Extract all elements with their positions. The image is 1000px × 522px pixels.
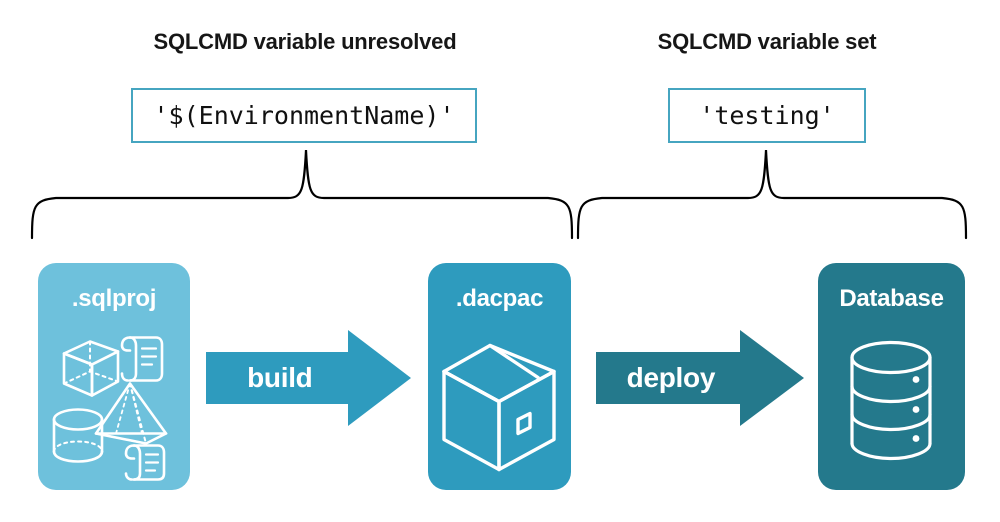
artifact-dacpac-label: .dacpac — [455, 285, 544, 312]
group-heading-set: SQLCMD variable set — [657, 29, 877, 54]
group-heading-unresolved: SQLCMD variable unresolved — [153, 29, 457, 54]
artifact-dacpac: .dacpac — [428, 263, 571, 490]
pyramid-icon — [94, 382, 168, 445]
artifact-database-icons — [818, 321, 965, 482]
brace-unresolved — [30, 149, 574, 240]
cylinder-icon — [52, 408, 104, 463]
artifact-dacpac-icons — [428, 321, 571, 482]
cube-icon — [62, 340, 120, 397]
brace-set — [576, 149, 968, 240]
artifact-sqlproj-label: .sqlproj — [71, 285, 157, 312]
arrow-deploy-shape — [596, 330, 804, 426]
scroll-icon — [124, 444, 166, 481]
arrow-build: build — [206, 330, 411, 426]
artifact-sqlproj: .sqlproj — [38, 263, 190, 490]
artifact-sqlproj-icons — [38, 321, 190, 482]
database-cylinder-icon — [850, 340, 932, 461]
sqlcmd-value-set: 'testing' — [668, 88, 866, 143]
arrow-deploy: deploy — [596, 330, 804, 426]
package-box-icon — [442, 343, 556, 472]
artifact-database: Database — [818, 263, 965, 490]
sqlcmd-value-unresolved: '$(EnvironmentName)' — [131, 88, 477, 143]
scroll-icon — [120, 336, 164, 382]
artifact-database-label: Database — [839, 285, 944, 312]
arrow-build-shape — [206, 330, 411, 426]
